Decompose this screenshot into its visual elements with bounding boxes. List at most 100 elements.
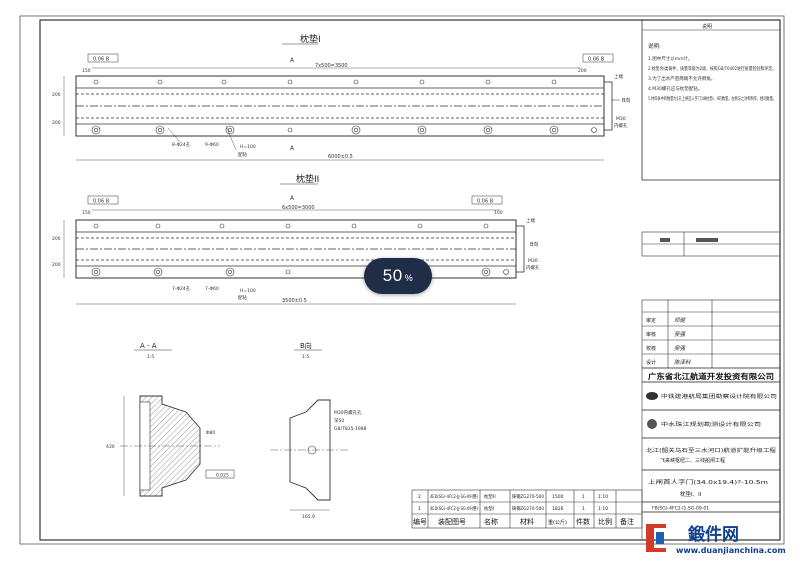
svg-text:审核: 审核 <box>646 331 656 338</box>
svg-text:1826: 1826 <box>552 506 564 512</box>
svg-text:内螺孔: 内螺孔 <box>526 264 540 271</box>
svg-text:上端: 上端 <box>526 217 535 224</box>
view-pillow-2: 枕垫II 0.06 B 0.06 B A 6x500=3000 150 100 … <box>52 173 540 305</box>
note-line: 3.为了出水严密两端不允许倒角。 <box>648 75 715 82</box>
bom-header: 材料 <box>520 517 534 526</box>
watermark-url: www.duanjianchina.com <box>676 546 786 555</box>
view1-total: 6000±0.5 <box>328 154 353 160</box>
bom-header: 比例 <box>598 517 612 526</box>
svg-text:飞来峡枢纽二、三线船闸工程: 飞来峡枢纽二、三线船闸工程 <box>660 457 725 464</box>
svg-text:0.06 B: 0.06 B <box>477 199 494 205</box>
svg-text:9-Φ60: 9-Φ60 <box>205 142 219 148</box>
svg-text:A: A <box>290 195 295 202</box>
svg-text:0.06 B: 0.06 B <box>93 199 110 205</box>
svg-text:陈泽科: 陈泽科 <box>674 359 691 366</box>
svg-text:M30: M30 <box>528 258 538 264</box>
svg-text:枕垫I、II: 枕垫I、II <box>680 490 702 498</box>
bom-header: 备注 <box>620 517 634 526</box>
svg-text:北江(韶关乌石至三水河口)航道扩能升级工程: 北江(韶关乌石至三水河口)航道扩能升级工程 <box>646 447 776 454</box>
svg-text:上端: 上端 <box>614 73 623 80</box>
view-pillow-1: 枕垫I 0.06 B 0.06 B 7x500=3500 150 200 A <box>52 33 630 161</box>
note-line: 2.枕垫为I类铸件，质量等级为2级，按照GB/T6402进行质量检验和评定。 <box>648 65 776 72</box>
svg-text:8-Φ24孔: 8-Φ24孔 <box>172 141 191 148</box>
section-mark-a: A <box>290 57 295 64</box>
svg-text:7-Φ24孔: 7-Φ24孔 <box>172 285 191 292</box>
svg-text:吴强: 吴强 <box>674 345 686 352</box>
svg-text:150: 150 <box>82 210 91 216</box>
svg-text:1:5: 1:5 <box>147 354 154 360</box>
svg-text:配钻: 配钻 <box>238 151 247 158</box>
svg-text:1:5: 1:5 <box>302 354 309 360</box>
section-a-a: A - A 1:5 430 Φ80 0.025 <box>106 342 235 497</box>
svg-text:M30内螺孔孔: M30内螺孔孔 <box>334 409 362 416</box>
view2-total: 3500±0.5 <box>282 298 307 304</box>
svg-text:200: 200 <box>52 120 61 126</box>
svg-text:A: A <box>290 145 295 152</box>
svg-text:H=100: H=100 <box>240 288 256 294</box>
svg-text:邓健: 邓健 <box>674 317 687 324</box>
svg-text:1:10: 1:10 <box>598 506 608 512</box>
svg-text:200: 200 <box>52 262 61 268</box>
notes-panel: 说明 说明: 1.图中尺寸以mm计。 2.枕垫为I类铸件，质量等级为2级，按照G… <box>641 19 781 181</box>
svg-text:4ED(SG)-4FC2-JJ-SG-09(整): 4ED(SG)-4FC2-JJ-SG-09(整) <box>430 493 478 500</box>
title-block: 审定 邓健 审核 吴强 校核 吴强 设计 陈泽科 广东省北江航道开发投资有限公司… <box>641 231 781 541</box>
svg-text:枕垫I: 枕垫I <box>484 505 494 512</box>
svg-text:枕垫II: 枕垫II <box>484 493 496 500</box>
drawing-frame <box>39 19 781 541</box>
view1-title: 枕垫I <box>300 33 321 45</box>
svg-text:H=100: H=100 <box>240 144 256 150</box>
svg-text:校核: 校核 <box>646 345 656 352</box>
view2-spacing: 6x500=3000 <box>282 205 315 211</box>
svg-text:中水珠江规划勘测设计有限公司: 中水珠江规划勘测设计有限公司 <box>661 421 761 428</box>
svg-text:100: 100 <box>494 210 503 216</box>
svg-text:M30: M30 <box>616 116 626 122</box>
zoom-level-badge[interactable]: 50% <box>364 258 432 294</box>
svg-text:设计: 设计 <box>646 359 656 366</box>
svg-text:2: 2 <box>418 494 421 500</box>
svg-text:1500: 1500 <box>552 494 564 500</box>
watermark-logo: 鍛件网 www.duanjianchina.com <box>646 524 786 555</box>
svg-text:150: 150 <box>82 68 91 74</box>
notes-header: 说明 <box>702 23 712 30</box>
svg-text:B向: B向 <box>300 341 312 350</box>
d-logo-icon <box>646 524 666 552</box>
svg-text:4ED(SG)-4FC2-JJ-SG-09(整): 4ED(SG)-4FC2-JJ-SG-09(整) <box>430 505 478 512</box>
svg-text:0.025: 0.025 <box>216 473 229 479</box>
svg-text:0.06 B: 0.06 B <box>588 57 605 63</box>
bom-table: 2 4ED(SG)-4FC2-JJ-SG-09(整) 枕垫II 铸钢ZG270-… <box>411 489 643 529</box>
svg-text:1: 1 <box>582 494 585 500</box>
notes-title: 说明: <box>648 42 661 50</box>
svg-text:A - A: A - A <box>140 342 157 350</box>
svg-text:1: 1 <box>582 506 585 512</box>
view2-title: 枕垫II <box>296 173 319 185</box>
svg-text:铸钢ZG270-500: 铸钢ZG270-500 <box>512 493 544 500</box>
view-b: B向 1:5 165.9 M30内螺孔孔 深50 GB/T825-1988 <box>270 341 367 520</box>
svg-text:B向: B向 <box>622 97 630 104</box>
svg-text:配钻: 配钻 <box>238 294 247 301</box>
svg-text:200: 200 <box>578 68 587 74</box>
bom-header: 重(公斤) <box>548 519 567 526</box>
svg-text:1:10: 1:10 <box>598 494 608 500</box>
note-line: 1.图中尺寸以mm计。 <box>648 55 693 62</box>
svg-text:上闸首人字门(34.0x19.4)?-10.5m: 上闸首人字门(34.0x19.4)?-10.5m <box>648 478 768 486</box>
site-watermark: 鍛件网 www.duanjianchina.com <box>636 518 796 558</box>
svg-text:FB(SG)-4FC2-I1-SG-09-01: FB(SG)-4FC2-I1-SG-09-01 <box>652 506 709 512</box>
svg-text:165.9: 165.9 <box>302 514 315 520</box>
note-line: 5.材料表中的数量为1孔上闸首入字门1闸枕垫I、II的数量，左侧与之对称制作，相… <box>648 95 776 102</box>
svg-text:内螺孔: 内螺孔 <box>614 122 628 129</box>
svg-text:1: 1 <box>418 506 421 512</box>
svg-text:Φ80: Φ80 <box>206 430 215 436</box>
zoom-unit: % <box>404 273 414 283</box>
note-line: 4.M30螺孔应与枕垫配钻。 <box>648 85 702 92</box>
view1-spacing: 7x500=3500 <box>315 63 348 69</box>
svg-text:吴强: 吴强 <box>674 331 686 338</box>
svg-text:铸钢ZG270-500: 铸钢ZG270-500 <box>512 505 544 512</box>
bom-header: 装配图号 <box>438 517 466 526</box>
sheet-border <box>19 15 785 545</box>
company-name: 广东省北江航道开发投资有限公司 <box>648 371 774 381</box>
svg-text:中铁建港航局集团勘察设计院有限公司: 中铁建港航局集团勘察设计院有限公司 <box>661 393 777 400</box>
svg-text:深50: 深50 <box>334 417 344 424</box>
zoom-value: 50 <box>382 266 403 285</box>
